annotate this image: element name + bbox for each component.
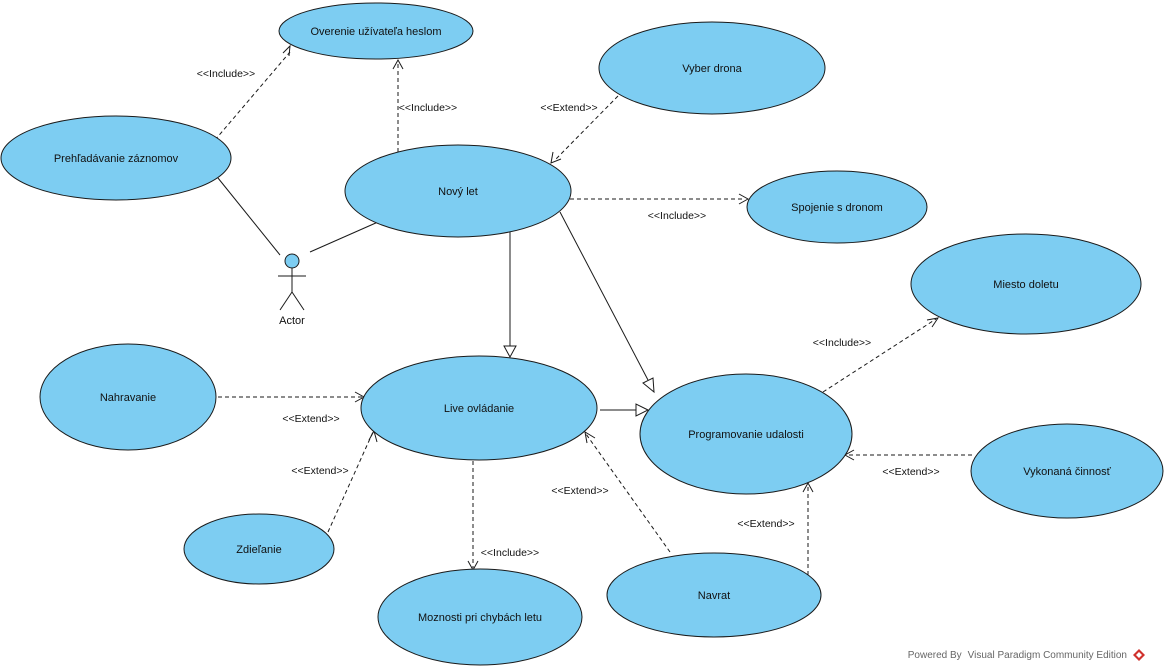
use-case-nahravanie[interactable]: Nahravanie [39, 343, 217, 451]
use-case-novy-let[interactable]: Nový let [344, 144, 572, 238]
use-case-spojenie[interactable]: Spojenie s dronom [746, 170, 928, 244]
use-case-label: Live ovládanie [444, 403, 514, 415]
stereotype-include-label: <<Include>> [648, 210, 706, 222]
stereotype-extend-label: <<Extend>> [737, 518, 794, 530]
include-novy-spojenie [570, 193, 750, 205]
association-prehladavanie-actor [217, 177, 281, 256]
use-case-vykonana-cinnost[interactable]: Vykonaná činnosť [970, 423, 1164, 519]
use-case-label: Moznosti pri chybách letu [418, 612, 542, 624]
footer-powered-by: Powered By [907, 649, 962, 661]
stereotype-extend-label: <<Extend>> [291, 465, 348, 477]
extend-navrat-programovanie [802, 481, 814, 575]
use-case-label: Overenie užívateľa heslom [311, 26, 442, 38]
use-case-label: Prehľadávanie záznomov [54, 153, 179, 165]
actor-label: Actor [279, 315, 305, 327]
visual-paradigm-logo-icon [1133, 649, 1145, 661]
use-case-vyber-drona[interactable]: Vyber drona [598, 21, 826, 115]
include-live-moznosti [467, 461, 479, 572]
use-case-label: Nahravanie [100, 392, 156, 404]
include-novy-overenie [392, 58, 404, 152]
use-case-moznosti[interactable]: Moznosti pri chybách letu [377, 568, 583, 666]
stereotype-include-label: <<Include>> [399, 102, 457, 114]
use-case-zdielanie[interactable]: Zdieľanie [183, 513, 335, 585]
actor[interactable]: Actor [278, 253, 306, 327]
include-prehladavanie-overenie [214, 44, 291, 141]
use-case-programovanie[interactable]: Programovanie udalosti [639, 373, 853, 495]
stereotype-include-label: <<Include>> [481, 547, 539, 559]
extend-zdielanie-live [327, 429, 378, 533]
stereotype-include-label: <<Include>> [197, 68, 255, 80]
extend-navrat-live [584, 431, 671, 553]
extend-vyber-novy [550, 95, 619, 164]
use-case-miesto-doletu[interactable]: Miesto doletu [910, 233, 1142, 335]
use-case-label: Vykonaná činnosť [1023, 466, 1111, 478]
actor-head-icon [284, 253, 300, 269]
use-case-label: Nový let [438, 186, 478, 198]
use-case-label: Spojenie s dronom [791, 202, 883, 214]
use-case-label: Programovanie udalosti [688, 429, 804, 441]
use-case-live-ovladanie[interactable]: Live ovládanie [360, 355, 598, 461]
use-case-label: Miesto doletu [993, 279, 1058, 291]
actor-left-leg-icon [279, 291, 293, 311]
stereotype-include-label: <<Include>> [813, 337, 871, 349]
footer-brand: Visual Paradigm Community Edition [967, 649, 1127, 661]
extend-nahravanie-live [218, 391, 366, 403]
stereotype-extend-label: <<Extend>> [882, 466, 939, 478]
use-case-navrat[interactable]: Navrat [606, 552, 822, 638]
use-case-label: Zdieľanie [236, 544, 281, 556]
extend-vykonana-programovanie [843, 449, 972, 461]
generalization-novy-to-programovanie [559, 211, 655, 394]
generalization-live-to-programovanie [600, 403, 650, 417]
association-actor-novy-let [309, 221, 379, 253]
use-case-label: Vyber drona [682, 63, 742, 75]
use-case-label: Navrat [698, 590, 730, 602]
generalization-novy-to-live [503, 232, 517, 359]
stereotype-extend-label: <<Extend>> [282, 413, 339, 425]
actor-right-leg-icon [291, 291, 305, 311]
footer-watermark: Powered By Visual Paradigm Community Edi… [908, 649, 1145, 661]
stereotype-extend-label: <<Extend>> [540, 102, 597, 114]
use-case-overenie[interactable]: Overenie užívateľa heslom [278, 2, 474, 60]
use-case-prehladavanie[interactable]: Prehľadávanie záznomov [0, 115, 232, 201]
stereotype-extend-label: <<Extend>> [551, 485, 608, 497]
include-programovanie-miesto [822, 317, 940, 393]
